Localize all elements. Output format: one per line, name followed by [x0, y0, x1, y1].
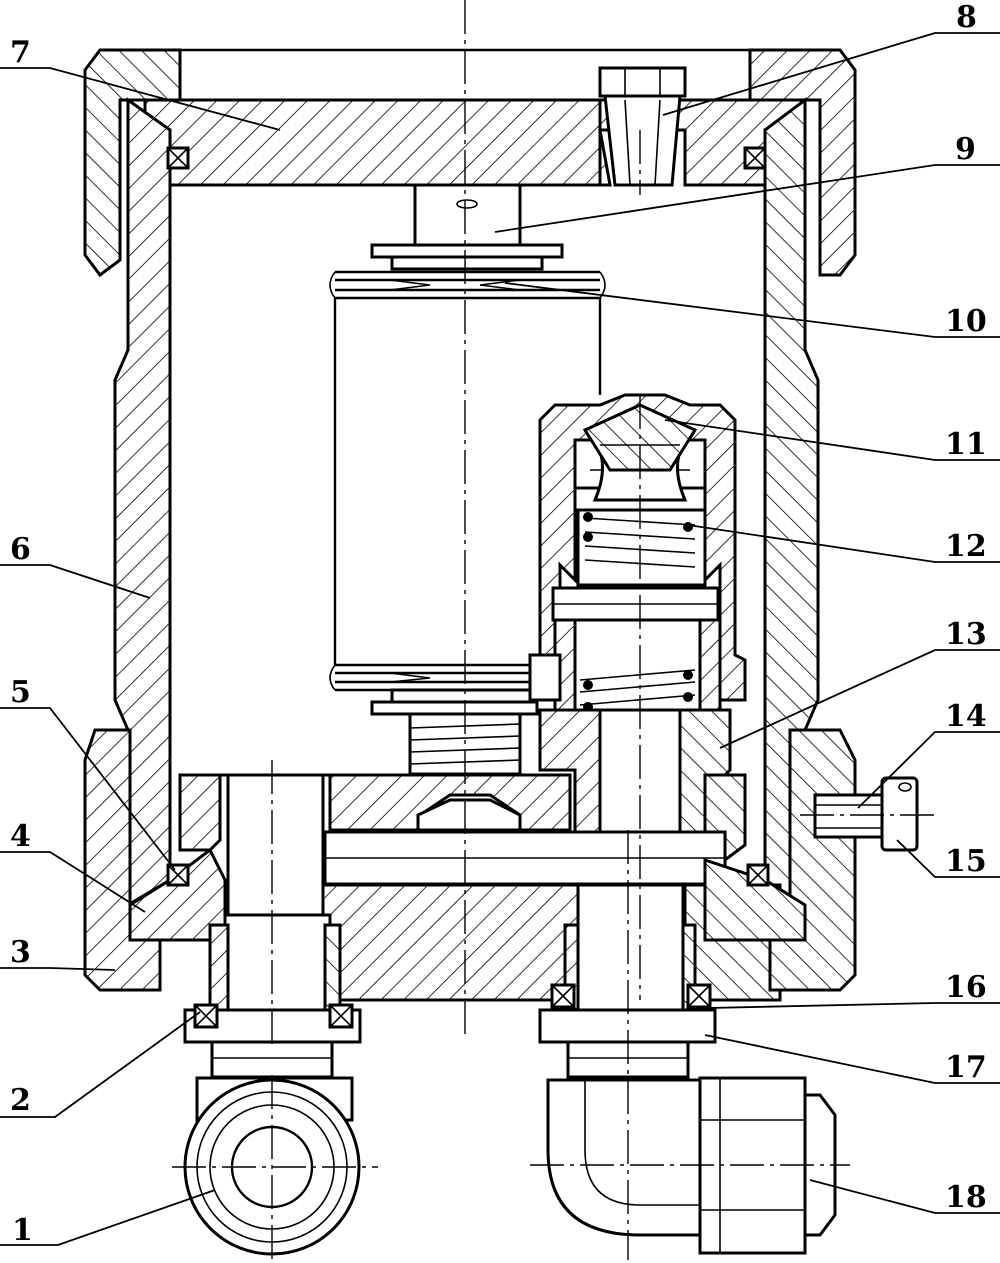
label-13: 13	[945, 617, 987, 652]
bellows	[329, 270, 606, 716]
label-8: 8	[956, 0, 977, 35]
label-17: 17	[945, 1050, 987, 1085]
label-14: 14	[945, 699, 987, 734]
label-2: 2	[10, 1083, 31, 1118]
o-ring-top-right	[743, 146, 767, 170]
side-screw	[813, 776, 919, 852]
valve-piston	[551, 586, 720, 622]
label-3: 3	[10, 935, 31, 970]
upper-spring	[576, 508, 707, 587]
left-port	[183, 773, 362, 1079]
label-4: 4	[10, 819, 31, 854]
o-ring-lower-left	[166, 863, 190, 887]
top-plate	[143, 98, 807, 187]
label-5: 5	[10, 675, 31, 710]
leader-lines	[0, 32, 1000, 1246]
label-1: 1	[12, 1213, 33, 1248]
valve-seat	[528, 653, 732, 834]
label-15: 15	[945, 844, 987, 879]
lower-spring	[553, 618, 722, 712]
label-11: 11	[945, 427, 987, 462]
stem	[370, 183, 564, 271]
label-9: 9	[955, 132, 976, 167]
left-seal-ring	[193, 1003, 354, 1029]
right-seal-ring	[550, 983, 712, 1009]
vent-plug	[598, 66, 687, 187]
lower-ring-nut-left	[83, 728, 162, 992]
center-lines	[172, 0, 935, 1260]
label-18: 18	[945, 1180, 987, 1215]
label-16: 16	[945, 970, 987, 1005]
label-12: 12	[945, 529, 987, 564]
label-7: 7	[10, 35, 31, 70]
label-10: 10	[945, 304, 987, 339]
o-ring-top-left	[166, 146, 190, 170]
o-ring-lower-right	[746, 863, 770, 887]
label-6: 6	[10, 532, 31, 567]
